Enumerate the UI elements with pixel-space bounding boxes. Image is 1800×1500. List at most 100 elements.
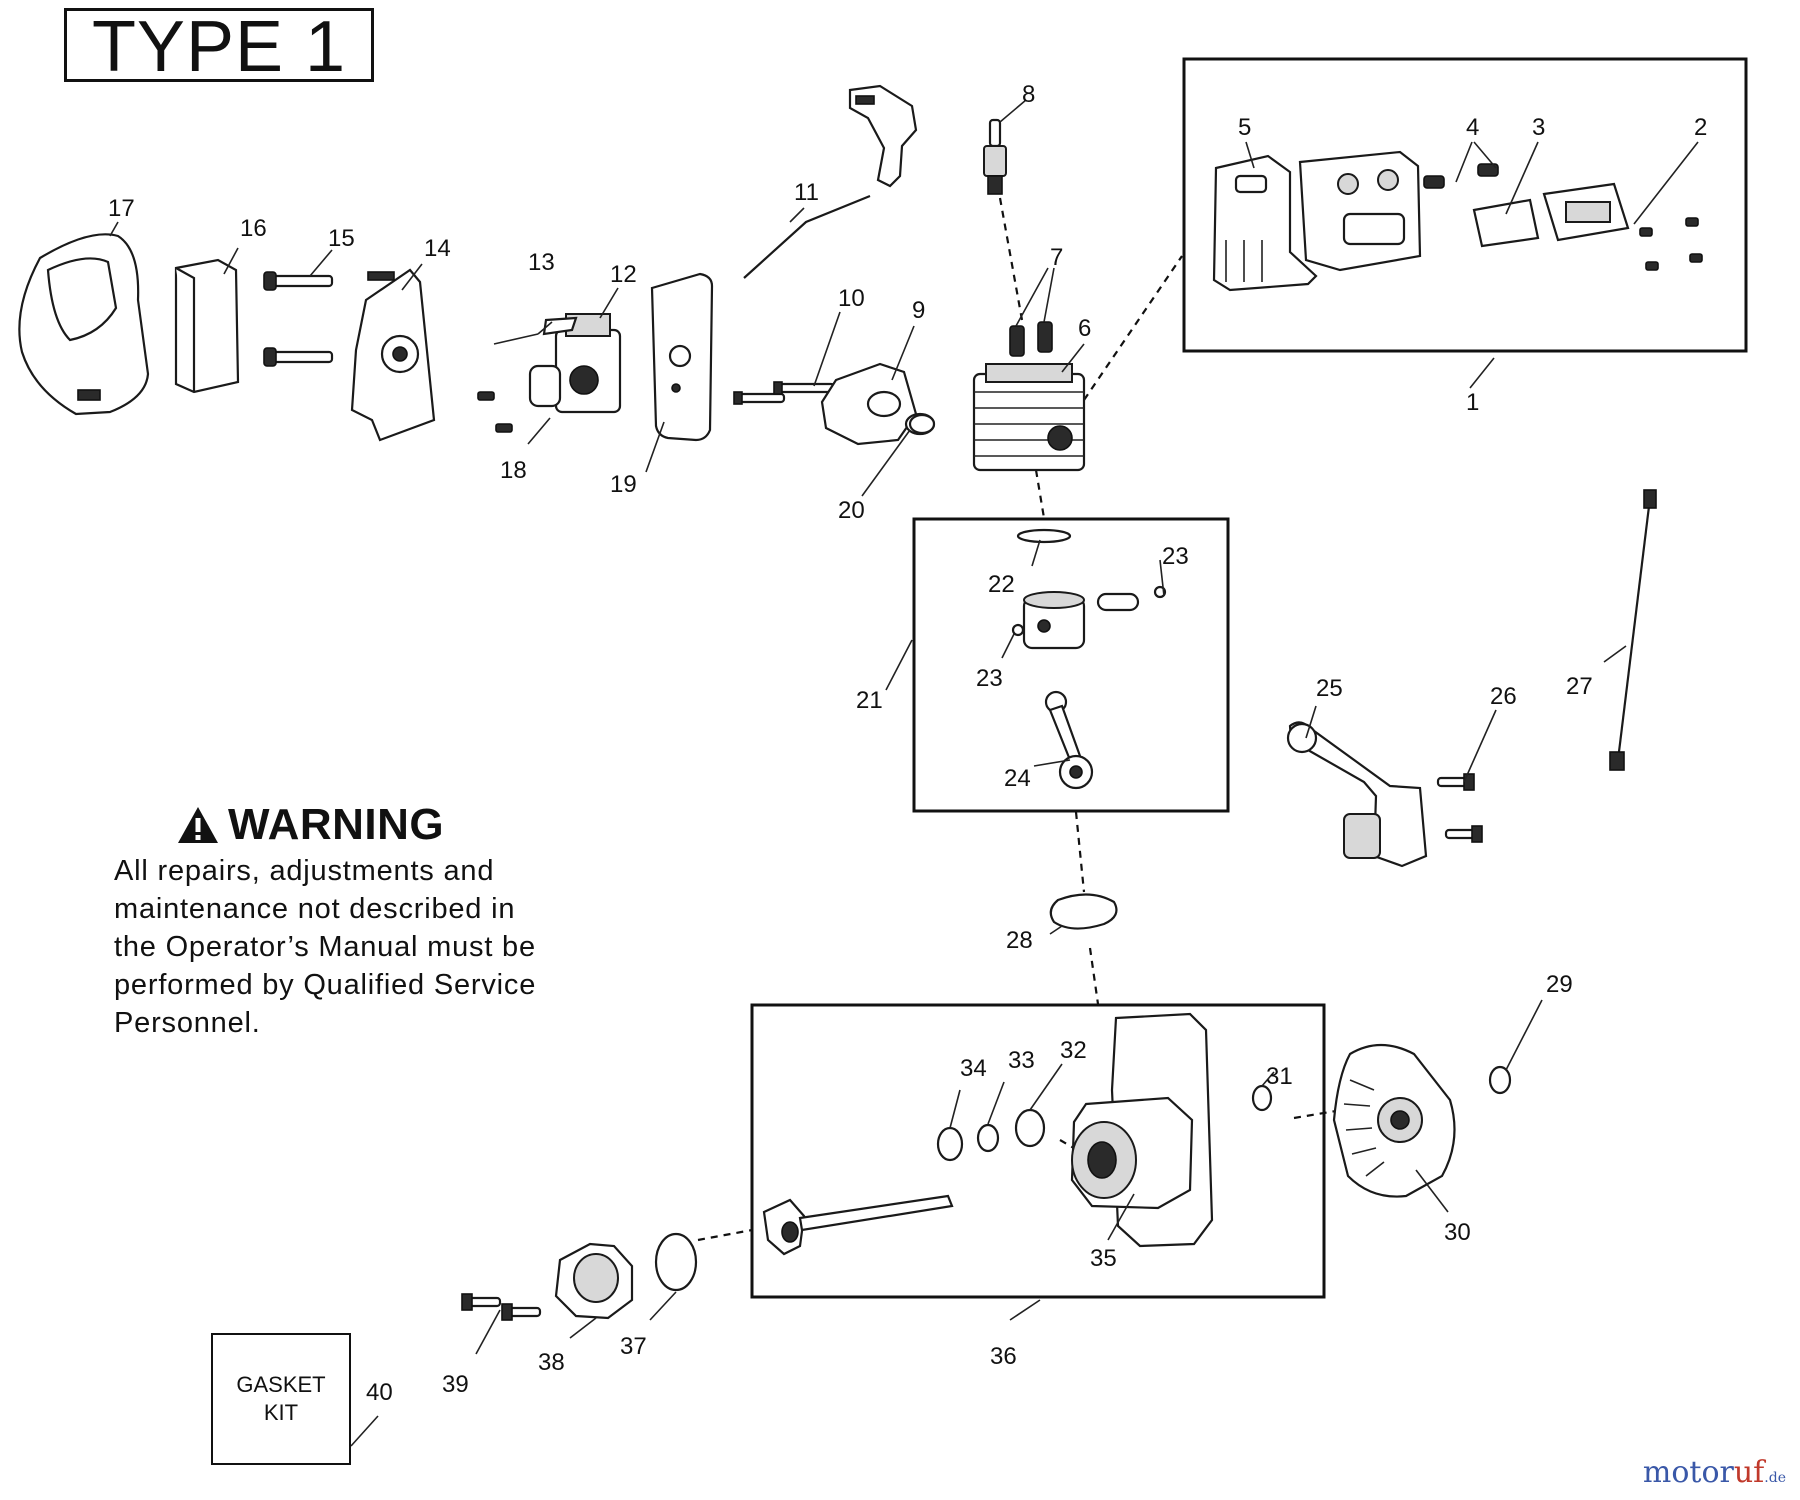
cylinder-part	[972, 363, 1086, 472]
ground-wire-part	[1609, 489, 1657, 771]
callout-8: 8	[1022, 81, 1035, 108]
starter-screws-part	[461, 1293, 542, 1321]
starter-cup-part	[554, 1242, 634, 1320]
watermark-tld: .de	[1764, 1470, 1786, 1486]
air-filter-base-part	[350, 268, 436, 442]
callout-3: 3	[1532, 114, 1545, 141]
crankcase-gasket-part	[1049, 893, 1118, 930]
callout-numbers: 1 2 3 4 5 6 7 8 9 10 11 12 13 14 15 16 1…	[108, 81, 1707, 1406]
ignition-module-part	[1286, 721, 1428, 868]
callout-4: 4	[1466, 114, 1479, 141]
leader-lines	[109, 99, 1699, 1447]
callout-34: 34	[960, 1055, 987, 1082]
callout-5: 5	[1238, 114, 1251, 141]
warning-text: All repairs, adjustments and maintenance…	[114, 855, 537, 1039]
crank-bearing-part	[1014, 1108, 1046, 1148]
watermark-accent: uf	[1733, 1455, 1765, 1490]
muffler-part	[1298, 150, 1422, 272]
crankcase-assembly-box	[750, 1003, 1326, 1299]
muffler-screws-part	[1423, 163, 1499, 189]
callout-6: 6	[1078, 315, 1091, 342]
muffler-bracket-part	[1212, 154, 1318, 292]
callout-12: 12	[610, 261, 637, 288]
callout-40: 40	[366, 1379, 393, 1406]
spark-plug-part	[983, 118, 1007, 195]
callout-26: 26	[1490, 683, 1517, 710]
connecting-rod-part	[1044, 690, 1094, 790]
callout-18: 18	[500, 457, 527, 484]
callout-23b: 23	[976, 665, 1003, 692]
callout-27: 27	[1566, 673, 1593, 700]
callout-11: 11	[794, 179, 819, 206]
spark-arrestor-screen-part	[1472, 198, 1540, 248]
muffler-cover-part	[1542, 182, 1630, 242]
air-filter-part	[174, 258, 240, 394]
pin-clip-lower-part	[1011, 623, 1025, 637]
air-filter-cover-part	[18, 233, 150, 416]
flywheel-part	[1332, 1044, 1456, 1198]
throttle-rod-part	[743, 194, 871, 279]
callout-10: 10	[838, 285, 865, 312]
callout-28: 28	[1006, 927, 1033, 954]
warning-block: WARNING All repairs, adjustments and mai…	[114, 800, 634, 1042]
intake-manifold-part	[820, 362, 936, 446]
callout-7: 7	[1050, 244, 1063, 271]
warning-heading: WARNING	[176, 800, 634, 850]
flywheel-washer-part	[1488, 1065, 1512, 1095]
callout-17: 17	[108, 195, 135, 222]
callout-38: 38	[538, 1349, 565, 1376]
oring-part	[908, 413, 936, 435]
type-label: TYPE 1	[64, 8, 374, 83]
callout-19: 19	[610, 471, 637, 498]
callout-16: 16	[240, 215, 267, 242]
throttle-lever-part	[848, 84, 918, 188]
callout-33: 33	[1008, 1047, 1035, 1074]
callout-13: 13	[528, 249, 555, 276]
ignition-screws-part	[1436, 773, 1483, 843]
piston-pin-part	[1096, 592, 1140, 612]
crankcase-part	[1070, 1012, 1214, 1248]
piston-assembly-box	[912, 517, 1230, 813]
callout-25: 25	[1316, 675, 1343, 702]
warning-heading-text: WARNING	[228, 800, 445, 849]
gasket-kit-label: GASKET KIT	[236, 1372, 326, 1425]
muffler-cover-screws-part	[1639, 217, 1703, 271]
warning-triangle-icon	[178, 807, 218, 843]
callout-20: 20	[838, 497, 865, 524]
callout-22: 22	[988, 571, 1015, 598]
callout-39: 39	[442, 1371, 469, 1398]
assembly-line-starter	[697, 1228, 753, 1242]
callout-32: 32	[1060, 1037, 1087, 1064]
callout-24: 24	[1004, 765, 1031, 792]
callout-35: 35	[1090, 1245, 1117, 1272]
callout-1: 1	[1466, 389, 1479, 416]
callout-29: 29	[1546, 971, 1573, 998]
filter-screws-part	[263, 271, 334, 367]
cylinder-bolts-part	[1009, 321, 1053, 357]
starter-oring-part	[654, 1232, 698, 1292]
carburetor-screws-part	[477, 391, 513, 433]
callout-37: 37	[620, 1333, 647, 1360]
watermark-main: motor	[1642, 1455, 1734, 1490]
assembly-line-muffler	[1083, 255, 1183, 401]
intake-bolts-part	[733, 381, 836, 405]
assembly-line-cylinder-piston	[1034, 469, 1046, 519]
callout-31: 31	[1266, 1063, 1293, 1090]
callout-14: 14	[424, 235, 451, 262]
piston-part	[1022, 591, 1086, 650]
assembly-line-piston-gasket	[1074, 811, 1086, 893]
insulator-gasket-part	[650, 272, 714, 442]
callout-9: 9	[912, 297, 925, 324]
gasket-kit-box: GASKET KIT	[211, 1333, 351, 1465]
assembly-line-gasket-crankcase	[1088, 947, 1100, 1005]
callout-15: 15	[328, 225, 355, 252]
callout-2: 2	[1694, 114, 1707, 141]
crankshaft-part	[762, 1194, 954, 1256]
assembly-line-spark-plug	[998, 197, 1024, 321]
muffler-assembly-box	[1182, 57, 1748, 353]
watermark-logo: motoruf.de	[1643, 1455, 1786, 1490]
callout-36: 36	[990, 1343, 1017, 1370]
callout-23a: 23	[1162, 543, 1189, 570]
crank-seal-part	[936, 1126, 964, 1162]
